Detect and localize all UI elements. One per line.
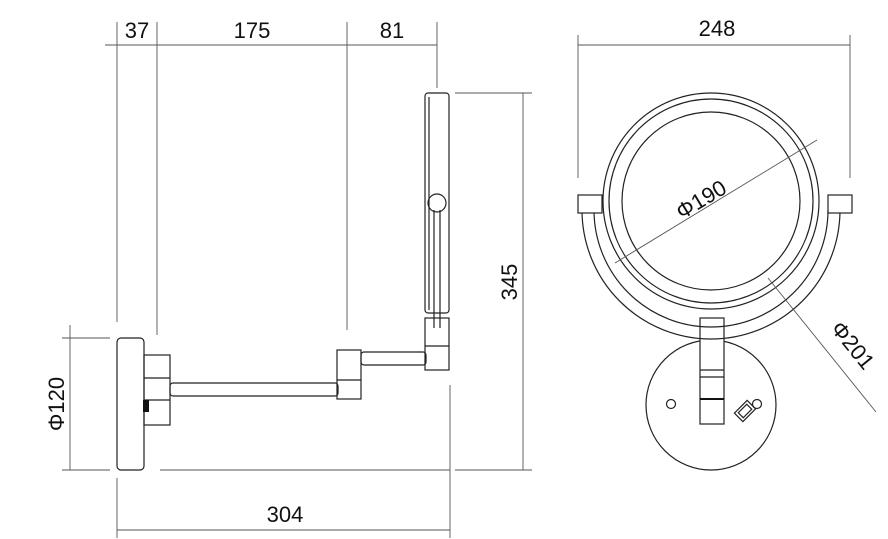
pivot-knob [427,193,447,213]
screw-hole-right [751,398,763,410]
mirror-glass [621,111,801,291]
mirror-frame-inner [608,98,814,304]
mirror-hinge-block [424,317,450,371]
dim-phi201: Φ201 [826,316,880,374]
mirror-side [424,92,450,314]
stem [699,317,725,425]
front-view: 248 Φ190 Φ201 [577,16,880,471]
dim-345: 345 [497,264,522,301]
elbow-block [336,349,362,400]
switch-icon [733,399,757,423]
yoke-inner [593,209,829,328]
yoke-pivot-right [827,194,853,214]
yoke-pivot-left [577,194,603,214]
dim-304: 304 [267,502,304,527]
screw-hole-left [665,398,677,410]
wall-hinge-block [143,354,171,426]
yoke-outer [581,209,841,340]
dim-175: 175 [234,18,271,43]
arm-2 [360,351,427,366]
arm-1 [169,382,339,397]
dim-248: 248 [699,16,736,41]
dim-37: 37 [125,18,149,43]
mirror-frame-outer [602,92,820,310]
dim-phi120: Φ120 [44,377,69,431]
side-view: 37 175 81 345 Φ120 304 [44,18,532,538]
wall-plate [116,337,145,471]
dim-81: 81 [380,18,404,43]
set-screw [143,400,149,412]
